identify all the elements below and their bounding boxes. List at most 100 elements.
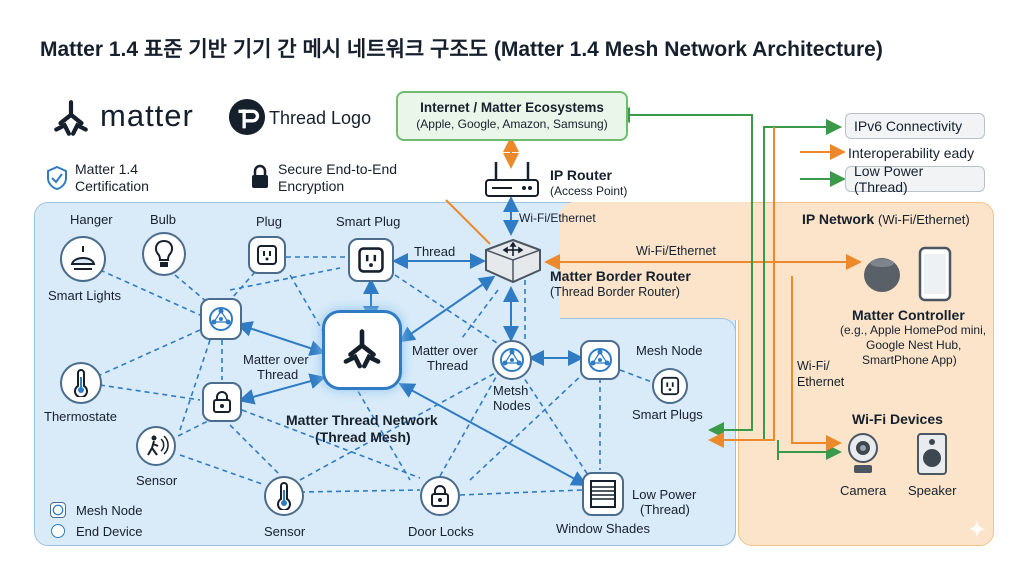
controller-line-3: SmartPhone App) xyxy=(862,353,957,367)
link-label-border-ip: Wi-Fi/Ethernet xyxy=(636,244,716,258)
ip-network-title-suffix: (Wi-Fi/Ethernet) xyxy=(878,212,970,227)
motion-sensor-icon xyxy=(147,435,169,456)
metsh-nodes-label-2: Nodes xyxy=(493,398,531,413)
metsh-nodes-label-1: Metsh xyxy=(493,383,529,398)
link-center-window xyxy=(398,383,588,486)
dash-9 xyxy=(169,419,211,441)
thermometer-icon xyxy=(74,369,88,397)
outlet-icon xyxy=(660,376,680,396)
bulb-label: Bulb xyxy=(150,212,177,227)
border-router-icon xyxy=(485,238,541,284)
low-power-label-1: Low Power xyxy=(632,487,697,502)
mesh-node-icon xyxy=(500,348,524,372)
internet-subtitle: (Apple, Google, Amazon, Samsung) xyxy=(416,117,608,131)
temperature-sensor-node xyxy=(264,476,304,516)
thread-logo-text: Thread Logo xyxy=(269,108,372,128)
link-internet-green xyxy=(614,107,753,438)
dash-5 xyxy=(99,329,201,376)
window-shades-node xyxy=(582,472,624,516)
ip-side-label-2: Ethernet xyxy=(797,375,845,389)
thermometer-icon xyxy=(277,482,291,510)
smart-lights-label: Smart Lights xyxy=(48,288,121,303)
legend-end-device-label: End Device xyxy=(76,524,143,539)
dash-23 xyxy=(241,409,421,479)
thread-logo: Thread Logo xyxy=(228,98,388,138)
low-power-label-2: (Thread) xyxy=(640,502,690,517)
thermostate-label: Thermostate xyxy=(44,409,117,424)
link-label-router-border: Wi-Fi/Ethernet xyxy=(519,211,596,225)
speaker-icon xyxy=(917,433,947,475)
matter-over-thread-right-1: Matter over xyxy=(412,343,478,358)
door-lock-node xyxy=(420,476,460,516)
mesh-node-right-label: Mesh Node xyxy=(636,343,703,358)
sparkle-icon xyxy=(968,520,986,538)
smart-light-node xyxy=(60,236,106,282)
link-mesh-center xyxy=(236,321,326,356)
controller-line-2: Google Nest Hub, xyxy=(866,338,962,352)
ceiling-lamp-icon xyxy=(70,246,96,270)
thread-logo-icon xyxy=(228,98,266,136)
dash-13 xyxy=(459,489,583,496)
ip-network-title-main: IP Network xyxy=(802,211,875,227)
dash-16 xyxy=(519,371,591,479)
smart-plug-label: Smart Plug xyxy=(336,214,401,229)
dash-22 xyxy=(229,267,341,291)
ip-router-icon xyxy=(485,162,539,197)
legend-mesh-node-swatch xyxy=(50,502,66,518)
border-router-title: Matter Border Router xyxy=(550,268,691,284)
matter-logo-text: matter xyxy=(100,98,194,133)
dash-14 xyxy=(439,369,501,477)
metsh-nodes-node xyxy=(492,340,532,380)
wifi-devices-title: Wi-Fi Devices xyxy=(852,411,943,427)
dash-24 xyxy=(461,289,499,339)
ip-router-subtitle: (Access Point) xyxy=(550,184,628,198)
dash-19 xyxy=(619,369,653,383)
dash-2 xyxy=(174,274,208,303)
dash-8 xyxy=(99,384,201,401)
bulb-icon xyxy=(155,239,173,267)
link-orange-wifi xyxy=(791,276,842,451)
dash-21 xyxy=(394,274,501,346)
lock-icon xyxy=(252,164,268,188)
dash-10 xyxy=(229,424,281,476)
page-title: Matter 1.4 표준 기반 기기 간 메시 네트워크 구조도 (Matte… xyxy=(40,38,883,61)
outlet-icon xyxy=(257,245,277,265)
hanger-label: Hanger xyxy=(70,212,113,227)
window-shade-icon xyxy=(590,480,616,508)
camera-label: Camera xyxy=(840,483,887,498)
matter-over-thread-left-1: Matter over xyxy=(243,352,309,367)
certification-line-2: Certification xyxy=(75,178,149,194)
lock-icon xyxy=(213,391,231,413)
mesh-node-left xyxy=(200,298,242,340)
link-center-border xyxy=(398,275,496,343)
ip-router-title: IP Router xyxy=(550,167,612,183)
border-router-subtitle: (Thread Border Router) xyxy=(550,285,680,299)
matter-logo: matter xyxy=(48,96,218,142)
matter-over-thread-right-2: Thread xyxy=(427,358,469,373)
bulb-node xyxy=(142,232,186,276)
legend-ipv6: IPv6 Connectivity xyxy=(845,113,985,139)
controller-line-1: (e.g., Apple HomePod mini, xyxy=(840,323,987,337)
outlet-icon xyxy=(358,247,384,273)
thread-network-center-title: Matter Thread Network xyxy=(286,412,438,428)
smart-plug-node xyxy=(348,238,394,282)
legend-interoperability: Interoperability eady xyxy=(848,145,975,161)
thread-link-label: Thread xyxy=(414,244,456,259)
mesh-node-icon xyxy=(588,348,612,372)
matter-over-thread-left-2: Thread xyxy=(257,367,299,382)
matter-thread-hub xyxy=(322,310,402,390)
link-orange-side xyxy=(708,127,775,448)
matter-logo-icon xyxy=(343,329,381,369)
dash-6 xyxy=(179,339,211,431)
link-orange-diagonal xyxy=(445,199,491,245)
controller-title: Matter Controller xyxy=(852,307,965,323)
lock-icon xyxy=(431,485,449,507)
dash-3 xyxy=(231,271,256,299)
motion-sensor-node xyxy=(136,426,176,466)
legend-low-power: Low Power (Thread) xyxy=(845,163,985,195)
shield-check-icon xyxy=(47,165,67,191)
plug-label: Plug xyxy=(256,214,283,229)
thread-network-center-subtitle: (Thread Mesh) xyxy=(315,429,411,445)
